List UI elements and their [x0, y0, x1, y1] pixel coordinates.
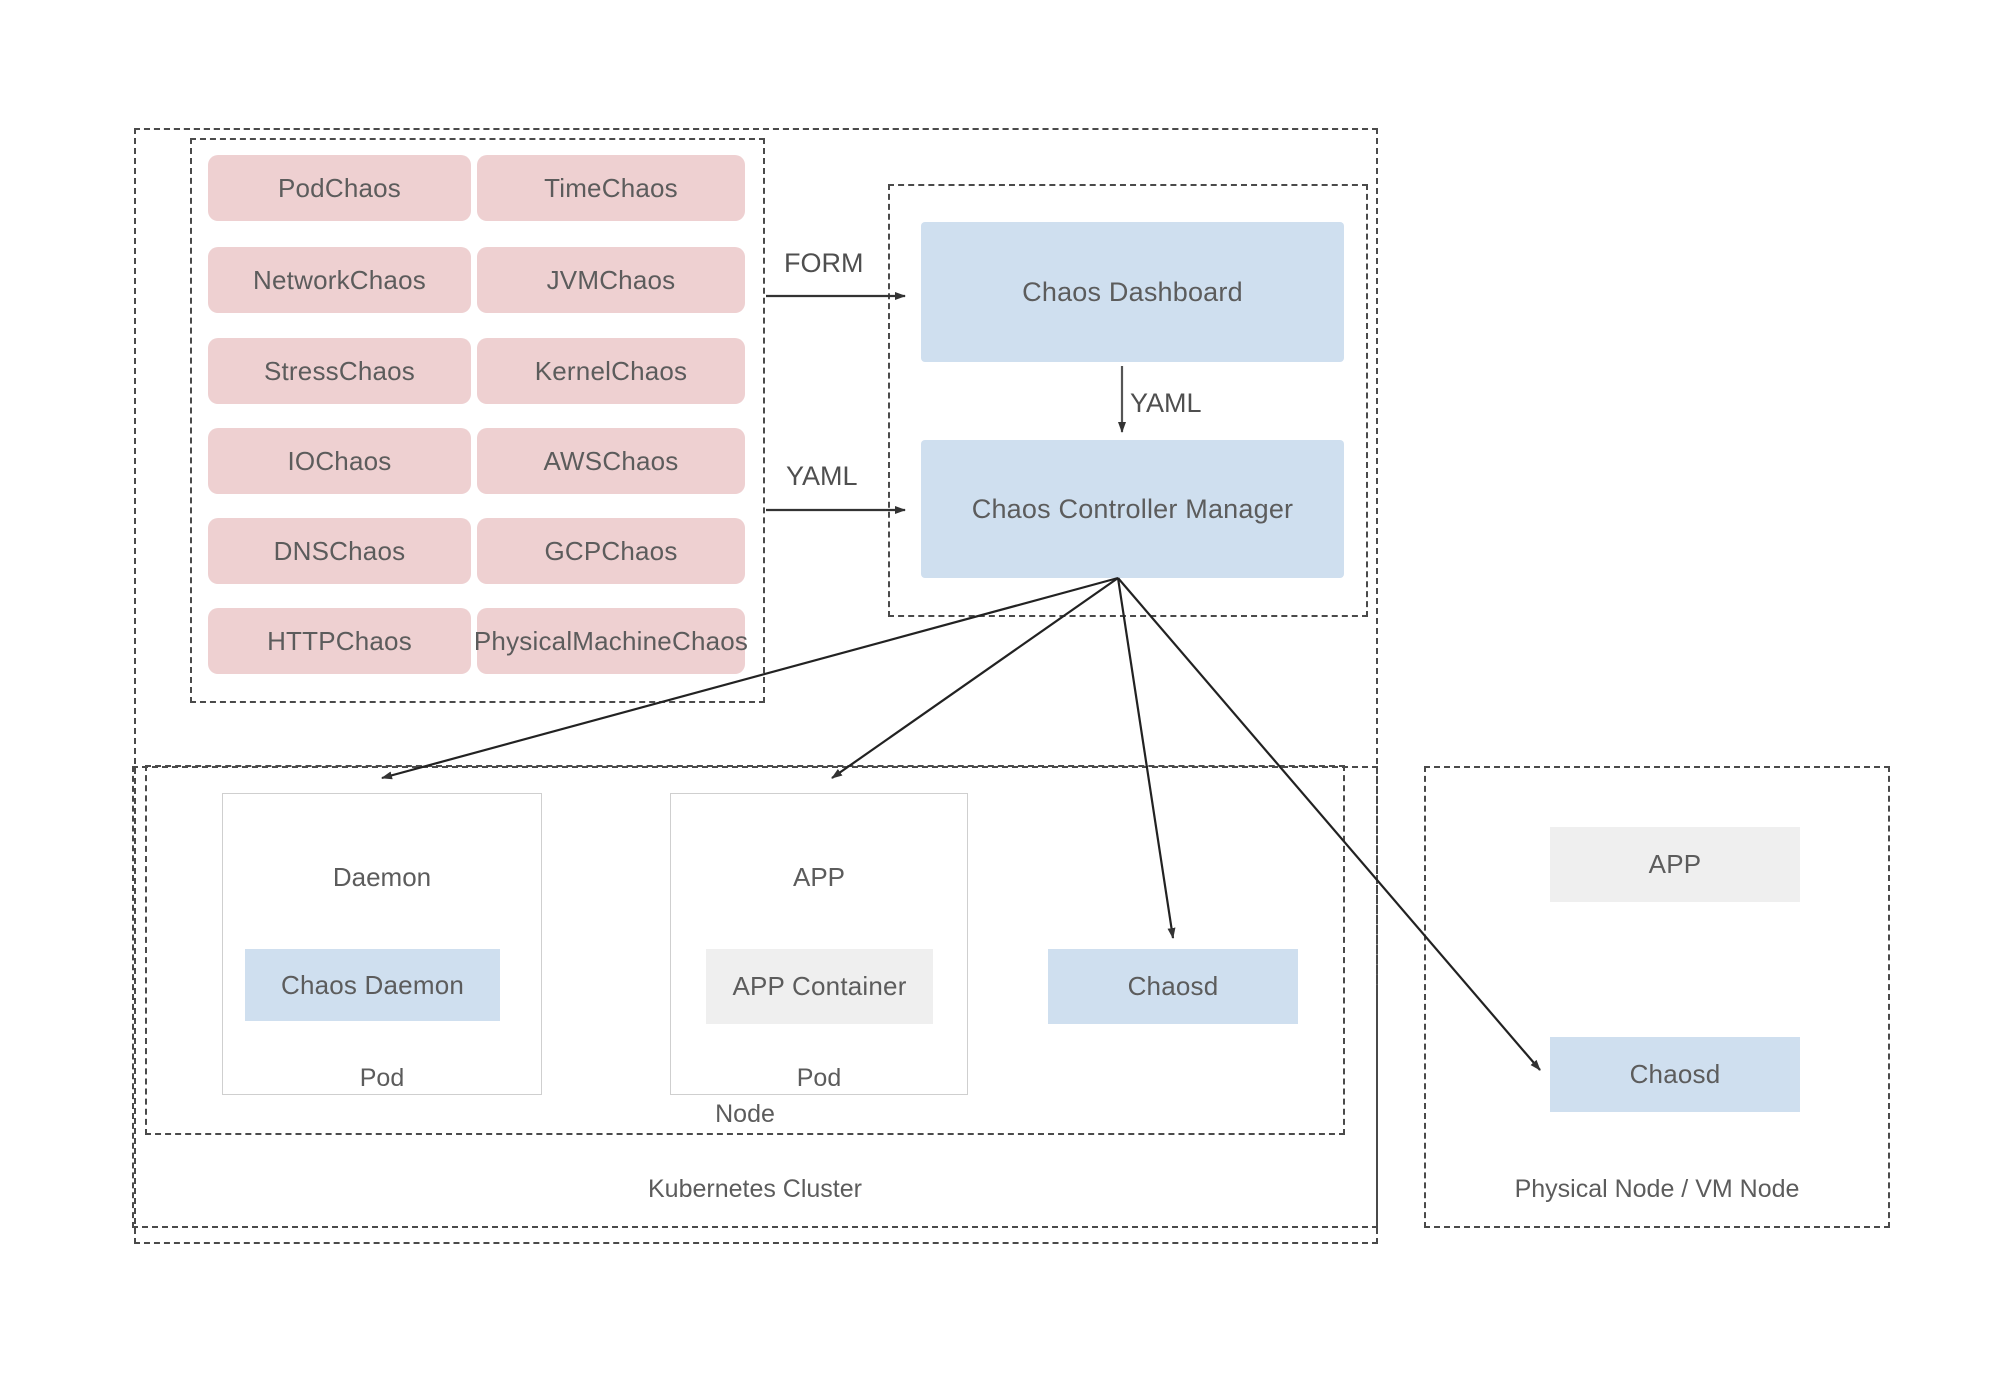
chaos-type-label: DNSChaos: [273, 535, 406, 566]
chaos-type-label: PhysicalMachineChaos: [473, 625, 749, 656]
chaos-type-awschaos[interactable]: AWSChaos: [477, 428, 745, 494]
chaos-type-networkchaos[interactable]: NetworkChaos: [208, 247, 471, 313]
chaos-type-gcpchaos[interactable]: GCPChaos: [477, 518, 745, 584]
daemon-pod-caption: Pod: [359, 1064, 405, 1092]
app-pod-title: APP: [792, 862, 846, 892]
node-label: Node: [715, 1100, 775, 1128]
chaos-type-label: HTTPChaos: [267, 625, 412, 656]
chaos-type-label: KernelChaos: [534, 355, 688, 386]
app-pod-box: [670, 793, 968, 1095]
edge-label-yaml-internal: YAML: [1130, 388, 1202, 418]
chaos-type-timechaos[interactable]: TimeChaos: [477, 155, 745, 221]
chaos-type-label: PodChaos: [277, 172, 402, 203]
kubernetes-cluster-label: Kubernetes Cluster: [647, 1175, 862, 1203]
chaosd-node-box[interactable]: Chaosd: [1048, 949, 1298, 1024]
chaos-type-label: GCPChaos: [544, 535, 678, 566]
chaos-daemon-label: Chaos Daemon: [280, 969, 465, 1000]
chaosd-node-label: Chaosd: [1127, 971, 1219, 1001]
chaos-daemon-box[interactable]: Chaos Daemon: [245, 949, 500, 1021]
app-pod-caption: Pod: [796, 1064, 842, 1092]
chaos-type-podchaos[interactable]: PodChaos: [208, 155, 471, 221]
chaos-type-dnschaos[interactable]: DNSChaos: [208, 518, 471, 584]
chaos-type-label: NetworkChaos: [253, 264, 426, 295]
chaos-type-label: TimeChaos: [544, 172, 678, 203]
physical-node-app-label: APP: [1648, 849, 1702, 879]
chaos-type-physicalmachinechaos[interactable]: PhysicalMachineChaos: [473, 608, 749, 674]
daemon-pod-title: Daemon: [332, 862, 432, 892]
chaos-type-iochaos[interactable]: IOChaos: [208, 428, 471, 494]
app-container-label: APP Container: [732, 971, 907, 1001]
chaos-type-kernelchaos[interactable]: KernelChaos: [477, 338, 745, 404]
chaos-type-httpchaos[interactable]: HTTPChaos: [208, 608, 471, 674]
chaos-controller-manager-box[interactable]: Chaos Controller Manager: [921, 440, 1344, 578]
app-container-box[interactable]: APP Container: [706, 949, 933, 1024]
edge-label-yaml-in: YAML: [786, 461, 858, 491]
chaos-dashboard-label: Chaos Dashboard: [1022, 276, 1243, 307]
chaos-type-label: AWSChaos: [543, 445, 679, 476]
physical-node-chaosd-label: Chaosd: [1629, 1059, 1721, 1089]
physical-node-chaosd-box[interactable]: Chaosd: [1550, 1037, 1800, 1112]
edge-label-form: FORM: [784, 248, 864, 278]
chaos-controller-manager-label: Chaos Controller Manager: [971, 493, 1294, 524]
daemon-pod-box: [222, 793, 542, 1095]
physical-node-label: Physical Node / VM Node: [1514, 1175, 1800, 1203]
physical-node-app-box[interactable]: APP: [1550, 827, 1800, 902]
chaos-type-jvmchaos[interactable]: JVMChaos: [477, 247, 745, 313]
chaos-dashboard-box[interactable]: Chaos Dashboard: [921, 222, 1344, 362]
chaos-type-label: IOChaos: [287, 445, 392, 476]
chaos-type-label: StressChaos: [263, 355, 416, 386]
chaos-type-stresschaos[interactable]: StressChaos: [208, 338, 471, 404]
chaos-type-label: JVMChaos: [546, 264, 676, 295]
